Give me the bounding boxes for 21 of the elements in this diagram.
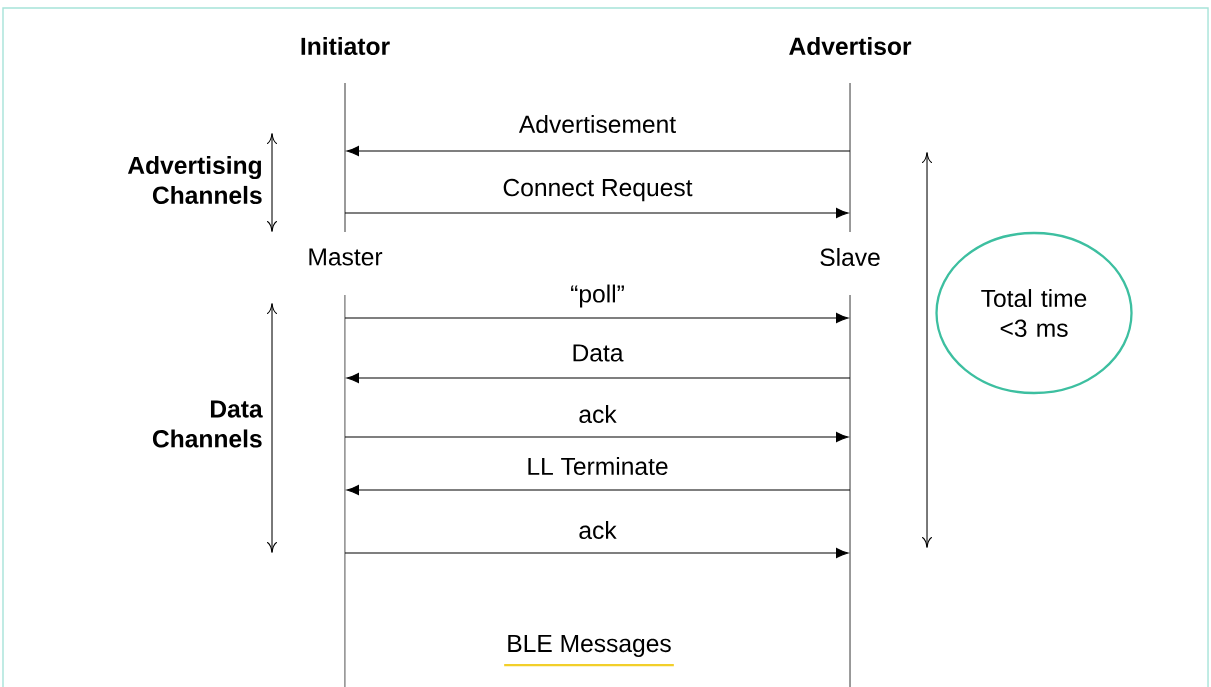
message-arrow — [346, 145, 851, 157]
edge-label: LL Terminate — [524, 455, 671, 477]
message-arrow — [344, 312, 849, 324]
lifeline-heading: Advertisor — [789, 36, 912, 56]
underlined-caption: BLE Messages — [504, 635, 674, 667]
message-arrow — [344, 207, 849, 219]
role-label: Slave — [820, 247, 880, 267]
message-arrow — [344, 431, 849, 443]
edge-label: ack — [576, 519, 619, 541]
section-label: Data Channels — [152, 400, 263, 448]
role-label: Master — [309, 248, 383, 266]
message-arrow — [344, 547, 849, 559]
edge-label: Data — [569, 342, 626, 364]
edge-label: Advertisement — [517, 113, 678, 135]
edge-label: Connect Request — [500, 177, 695, 203]
message-arrow — [346, 372, 851, 384]
edge-label: ack — [576, 403, 619, 425]
lifeline-heading: Initiator — [301, 36, 390, 56]
edge-label: “poll” — [568, 282, 627, 310]
section-label: Advertising Channels — [127, 156, 262, 204]
message-arrow — [346, 484, 851, 496]
